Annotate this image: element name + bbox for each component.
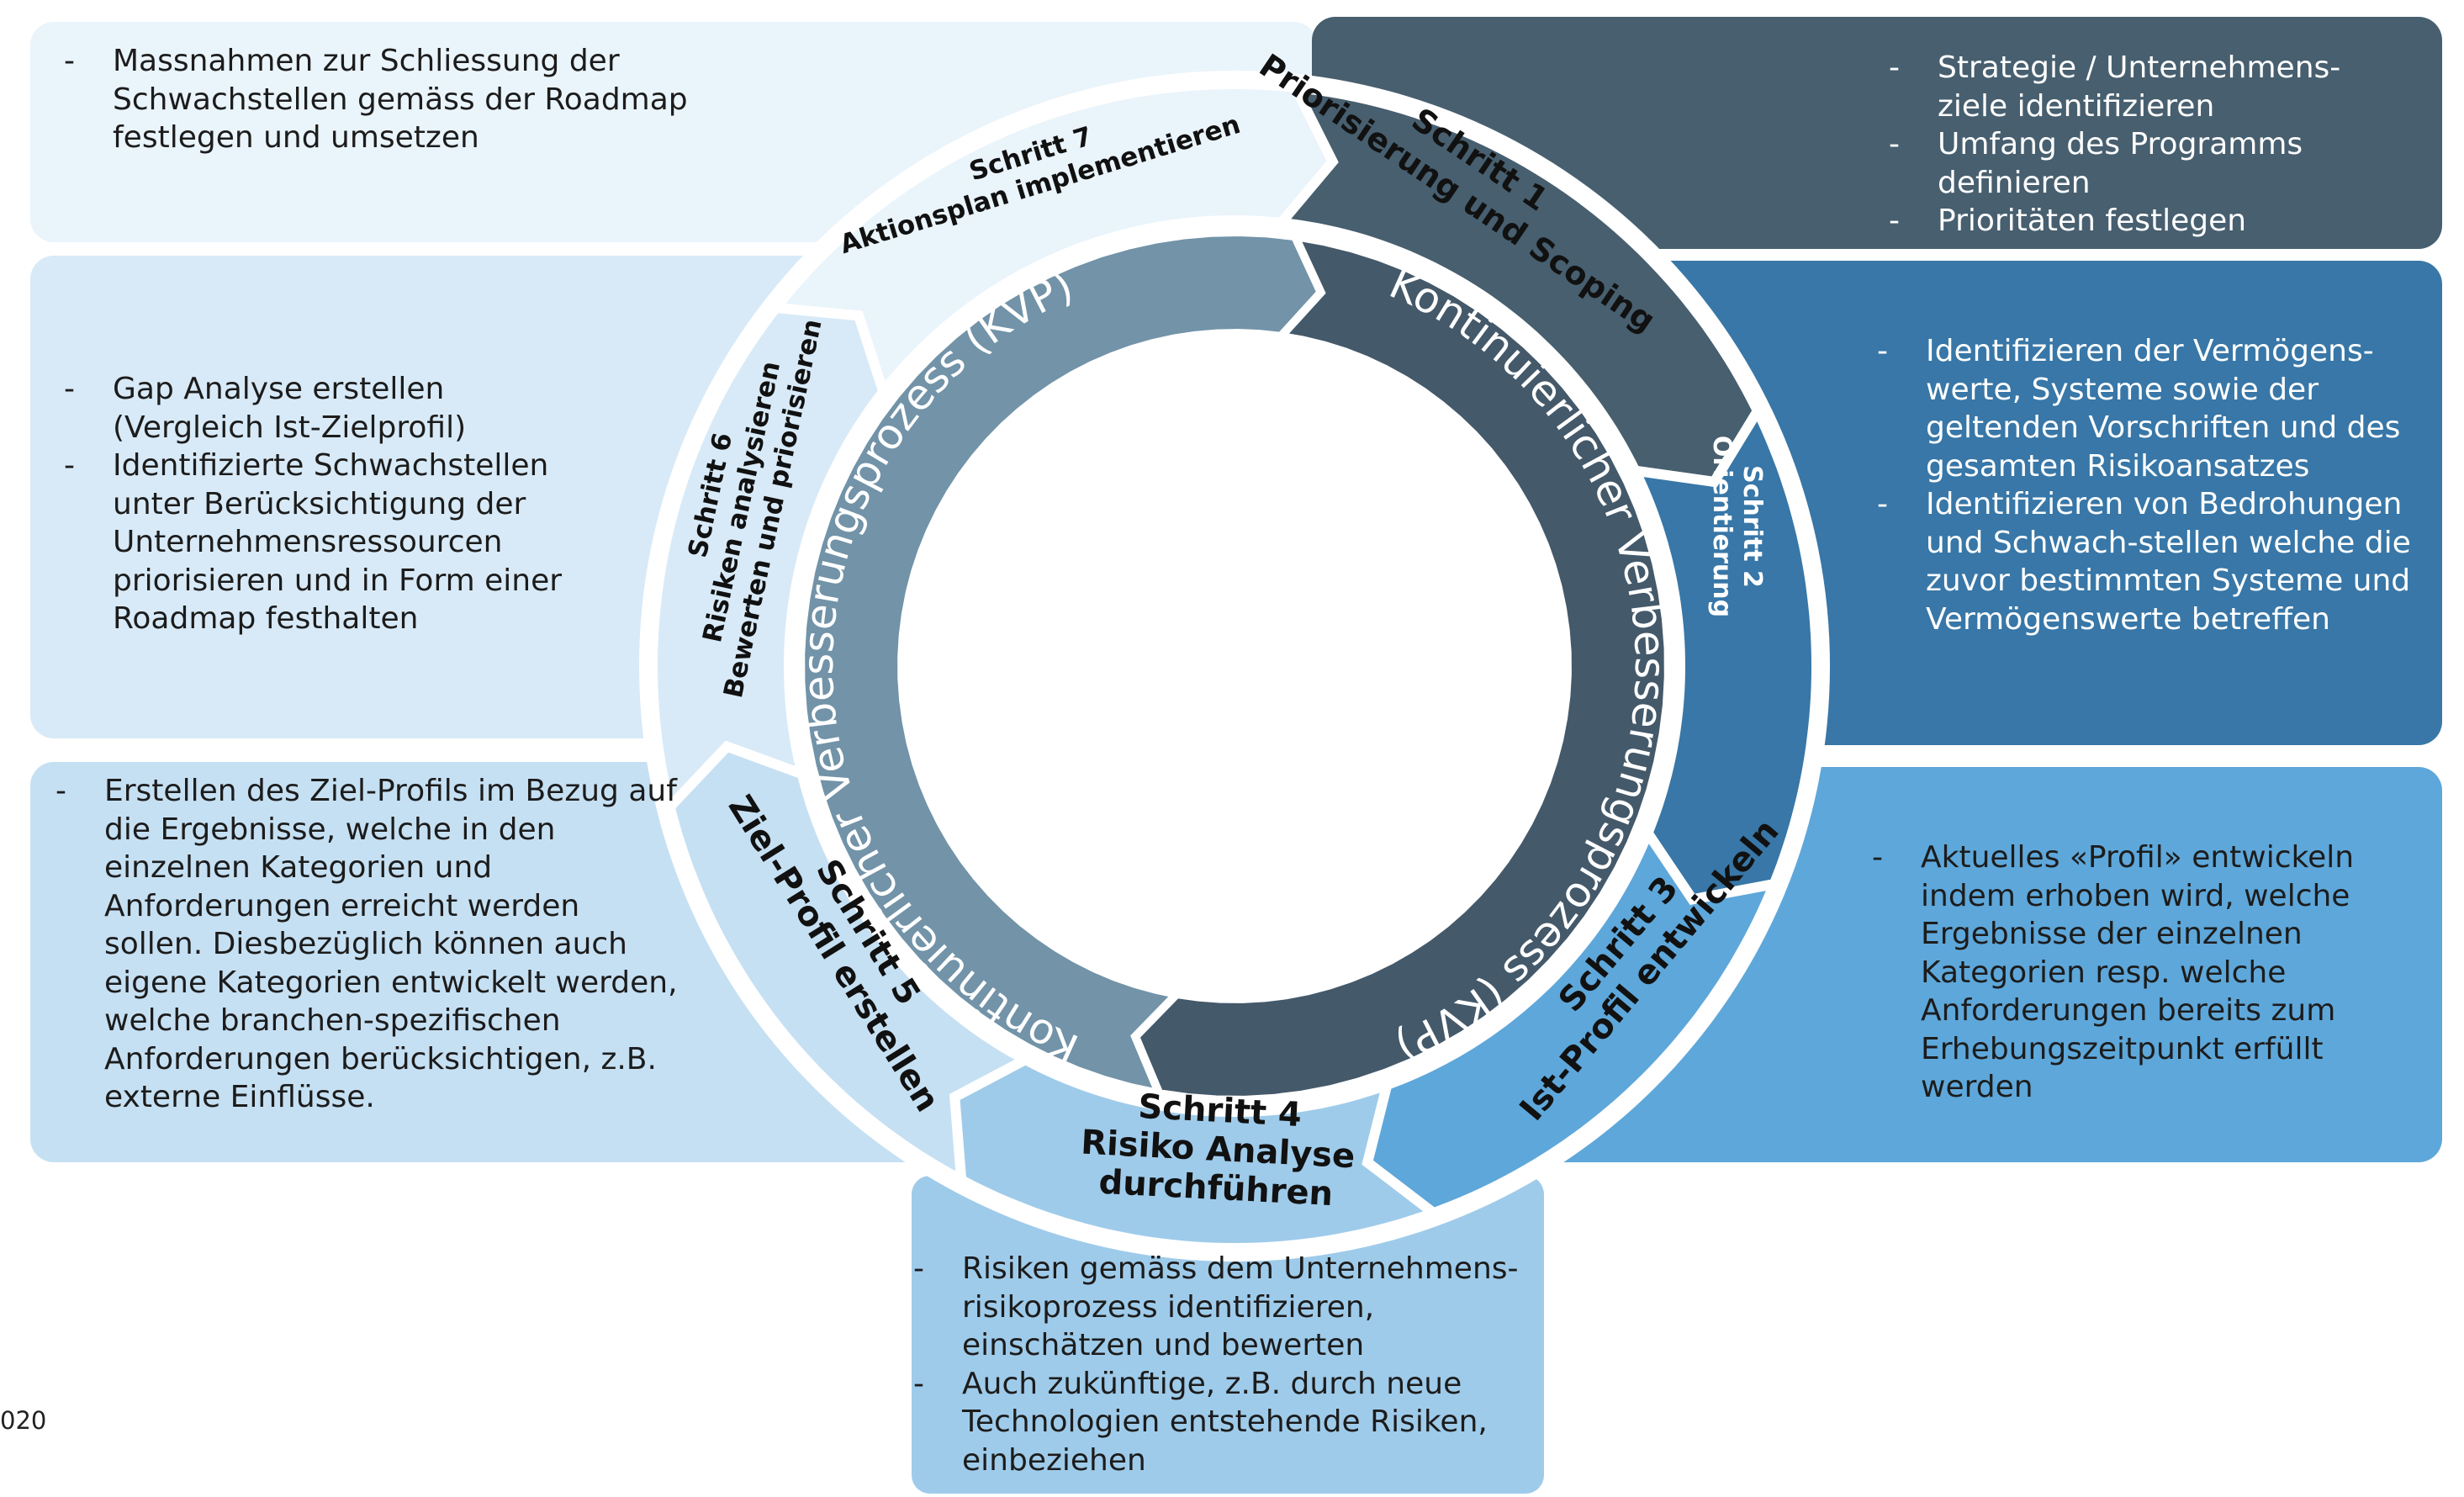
step1-item: Umfang des Programms definieren: [1889, 125, 2410, 202]
step7-segment: [766, 78, 1339, 403]
step3-list: Aktuelles «Profil» entwickeln indem erho…: [1872, 838, 2419, 1107]
step2-item: Identifizieren von Bedrohungen und Schwa…: [1877, 485, 2424, 638]
step7-item: Massnahmen zur Schliessung der Schwachst…: [64, 42, 770, 157]
step4-item: Auch zukünftige, z.B. durch neue Technol…: [913, 1365, 1536, 1480]
step6-item: Gap Analyse erstellen (Vergleich Ist-Zie…: [64, 370, 585, 447]
step2-list: Identifizieren der Vermögens-werte, Syst…: [1877, 332, 2424, 638]
step1-item: Strategie / Unternehmens-ziele identifiz…: [1889, 49, 2410, 125]
corner-text: 020: [0, 1406, 47, 1435]
step4-list: Risiken gemäss dem Unternehmens-risikopr…: [913, 1250, 1536, 1479]
step2-label: Schritt 2 Orientierung: [1707, 436, 1767, 617]
ring-center: [902, 333, 1568, 999]
step4-title: Schritt 4: [1137, 1087, 1303, 1135]
step4-item: Risiken gemäss dem Unternehmens-risikopr…: [913, 1250, 1536, 1365]
step6-list: Gap Analyse erstellen (Vergleich Ist-Zie…: [64, 370, 585, 638]
step5-list: Erstellen des Ziel-Profils im Bezug auf …: [56, 772, 678, 1117]
step6-item: Identifizierte Schwachstellen unter Berü…: [64, 447, 585, 638]
step2-item: Identifizieren der Vermögens-werte, Syst…: [1877, 332, 2424, 485]
step7-list: Massnahmen zur Schliessung der Schwachst…: [64, 42, 770, 157]
step1-item: Prioritäten festlegen: [1889, 202, 2410, 241]
step5-item: Erstellen des Ziel-Profils im Bezug auf …: [56, 772, 678, 1117]
step3-item: Aktuelles «Profil» entwickeln indem erho…: [1872, 838, 2419, 1107]
step1-list: Strategie / Unternehmens-ziele identifiz…: [1889, 49, 2410, 241]
step2-subtitle: Orientierung: [1707, 436, 1737, 617]
step2-title: Schritt 2: [1737, 465, 1767, 588]
